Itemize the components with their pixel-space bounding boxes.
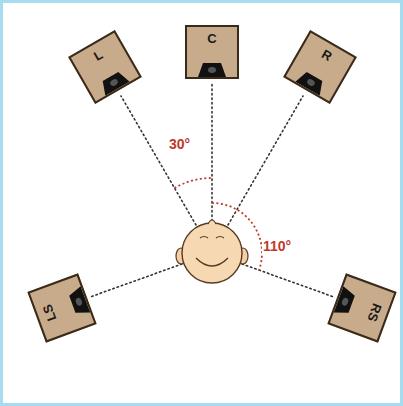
angle-arc xyxy=(175,178,213,188)
driver-cone xyxy=(68,286,91,317)
listener-head xyxy=(176,220,248,283)
speaker-box: LS xyxy=(27,273,96,342)
dotted-line xyxy=(121,96,196,225)
speaker-driver xyxy=(285,62,336,101)
dotted-line xyxy=(211,84,213,221)
speaker-label: RS xyxy=(359,286,394,340)
speaker-label: L xyxy=(70,33,123,75)
speaker-label: R xyxy=(301,33,354,75)
angle-label: 110° xyxy=(262,238,292,254)
speaker-box: RS xyxy=(327,273,396,342)
speaker-box: R xyxy=(283,30,357,104)
driver-cone xyxy=(198,63,226,77)
speaker-driver xyxy=(187,61,237,77)
sound-lines xyxy=(90,84,334,297)
driver-cap xyxy=(341,297,349,307)
speaker-label: LS xyxy=(30,286,65,340)
driver-cap xyxy=(109,78,119,87)
driver-cap xyxy=(75,297,83,307)
dotted-line xyxy=(228,96,303,225)
speaker-driver xyxy=(62,276,94,328)
angle-label: 30° xyxy=(168,136,191,152)
speaker-driver xyxy=(87,62,138,101)
dotted-line xyxy=(90,264,182,297)
speaker-box: C xyxy=(185,25,239,79)
driver-cone xyxy=(295,69,326,95)
speaker-driver xyxy=(330,276,362,328)
speaker-label: C xyxy=(187,27,237,46)
speaker-box: L xyxy=(68,30,142,104)
driver-cone xyxy=(98,69,129,95)
dotted-line xyxy=(242,264,334,297)
driver-cap xyxy=(208,67,216,73)
driver-cone xyxy=(334,286,357,317)
driver-cap xyxy=(306,78,316,87)
